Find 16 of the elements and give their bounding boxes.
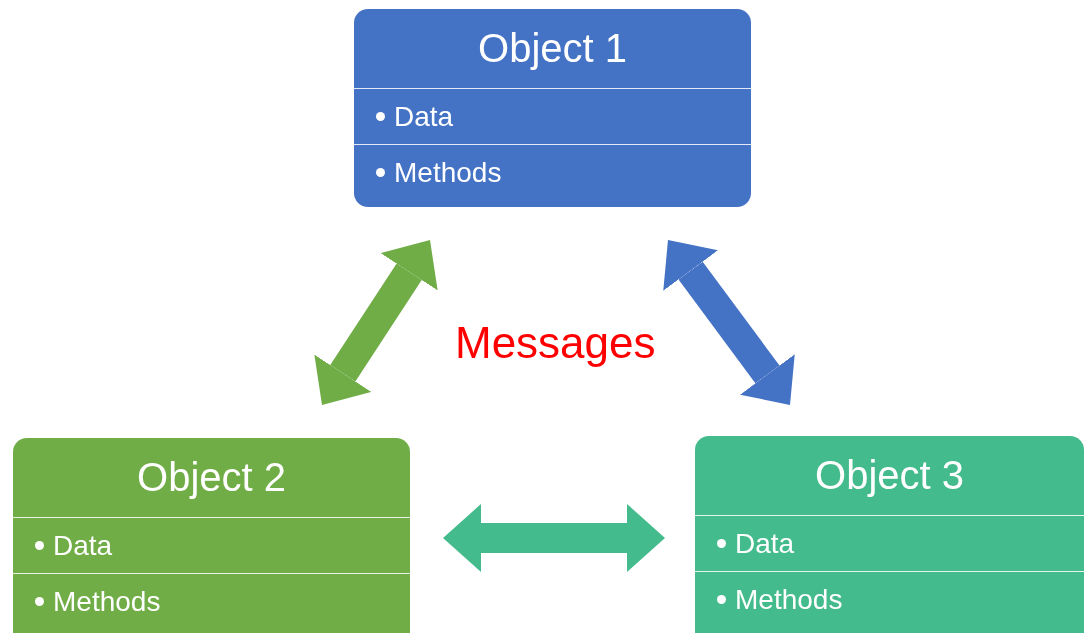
list-item: Methods [394, 156, 502, 189]
box-title: Object 3 [814, 452, 965, 499]
list-item: Data [53, 529, 113, 562]
double-arrow [663, 240, 795, 405]
class-box [695, 436, 1084, 633]
class-box [354, 9, 751, 207]
annotation-label: Messages [455, 318, 656, 368]
list-item: Methods [735, 583, 843, 616]
list-item: Methods [53, 585, 161, 618]
double-arrow [314, 240, 438, 405]
list-item: Data [735, 527, 795, 560]
double-arrow [443, 504, 665, 572]
list-item: Data [394, 100, 454, 133]
class-box [13, 438, 410, 633]
box-title: Object 2 [136, 454, 287, 501]
box-title: Object 1 [477, 25, 628, 72]
